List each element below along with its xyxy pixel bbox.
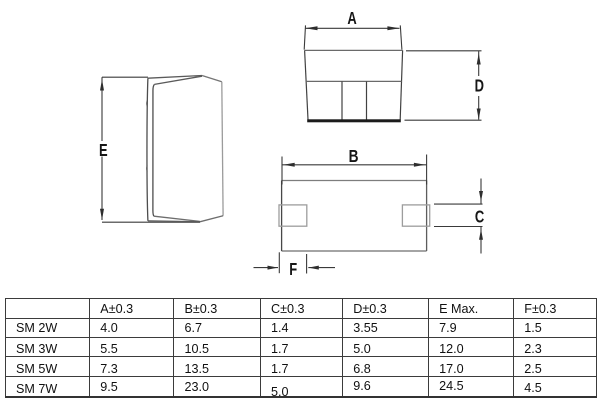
svg-text:A: A: [347, 9, 356, 29]
svg-text:F: F: [289, 260, 297, 280]
svg-text:E: E: [99, 141, 108, 161]
svg-text:D: D: [475, 76, 484, 96]
svg-text:C: C: [475, 207, 484, 227]
svg-text:B: B: [349, 148, 359, 167]
